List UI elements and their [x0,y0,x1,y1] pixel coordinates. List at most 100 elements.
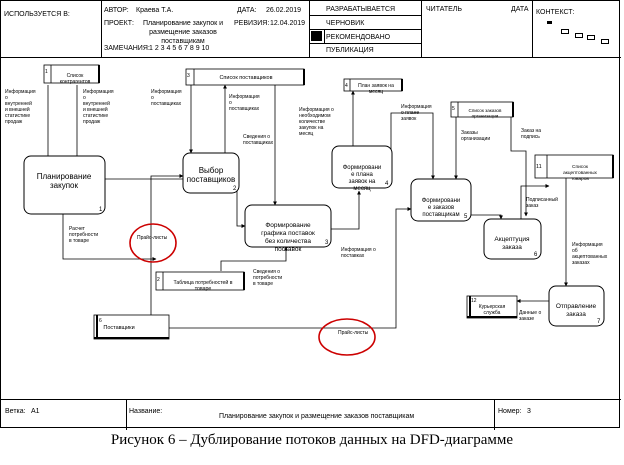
data-flows [46,84,568,329]
number-value: 3 [527,408,531,415]
process-1-num: 1 [99,207,103,213]
reader-label: ЧИТАТЕЛЬ [426,6,462,13]
flow-store2-p3 [220,246,288,271]
process-7-num: 7 [597,319,601,325]
footer-block: Ветка: А1 Название: Планирование закупок… [1,399,621,430]
label-l14: Прайс-листы [137,234,168,241]
flow-p6-store11 [520,184,550,221]
header-block: ИСПОЛЬЗУЕТСЯ В: АВТОР: Краева Т.А. ДАТА:… [1,1,621,58]
reader-date-label: ДАТА [511,6,529,13]
external-6-name: Поставщики [103,325,134,331]
figure-caption: Рисунок 6 – Дублирование потоков данных … [110,432,514,448]
external-6-num: 6 [99,318,102,324]
store-4-num: 4 [345,83,348,89]
process-2-num: 2 [233,186,237,192]
diagram-frame: ИСПОЛЬЗУЕТСЯ В: АВТОР: Краева Т.А. ДАТА:… [0,0,621,430]
node-label: Ветка: [5,408,26,415]
used-in-label: ИСПОЛЬЗУЕТСЯ В: [4,11,70,18]
revision-label: РЕВИЗИЯ: [234,20,270,27]
highlight-marks [129,223,376,356]
author-value: Краева Т.А. [136,7,174,14]
process-3-num: 3 [325,240,329,246]
label-l17: Прайс-листы [338,329,369,336]
flow-supplier-p5-price [169,207,412,329]
flow-p5-p6 [471,214,503,220]
store-3[interactable]: 3 Список поставщиков [185,68,305,86]
date-value: 26.02.2019 [266,7,302,14]
context-thumbnail [541,15,619,55]
status-recommended: РЕКОМЕНДОВАНО [326,34,391,41]
flow-p3-p4 [331,190,361,230]
status-publication: ПУБЛИКАЦИЯ [326,47,374,54]
project-value: Планирование закупок и размещение заказо… [142,20,224,45]
status-draft: ЧЕРНОВИК [326,20,365,27]
external-12-num: 12 [471,298,477,304]
store-1-num: 1 [45,69,48,75]
external-6[interactable]: 6 Поставщики [93,314,170,340]
flow-p2-p3 [236,189,246,228]
node-value: А1 [31,408,40,415]
notes-label: ЗАМЕЧАНИЯ: [104,45,150,52]
flow-p4-p5 [390,112,435,180]
flow-p1-store2 [62,213,157,261]
project-label: ПРОЕКТ: [104,20,134,27]
flow-store5-p6 [510,117,528,217]
process-6-num: 6 [534,252,538,258]
date-label: ДАТА: [237,7,257,14]
title-value: Планирование закупок и размещение заказо… [219,413,415,420]
store-3-name: Список поставщиков [219,75,272,81]
process-4-num: 4 [385,181,389,187]
process-5-num: 5 [464,214,468,220]
highlight-ellipse-bottom [318,318,376,356]
author-label: АВТОР: [104,7,129,14]
store-2-num: 2 [157,277,160,283]
store-5-num: 5 [452,106,455,112]
store-3-num: 3 [187,73,190,79]
number-label: Номер: [498,408,522,415]
context-label: КОНТЕКСТ: [536,9,575,16]
store-11-num: 11 [536,164,542,170]
highlight-ellipse-left [129,223,177,263]
